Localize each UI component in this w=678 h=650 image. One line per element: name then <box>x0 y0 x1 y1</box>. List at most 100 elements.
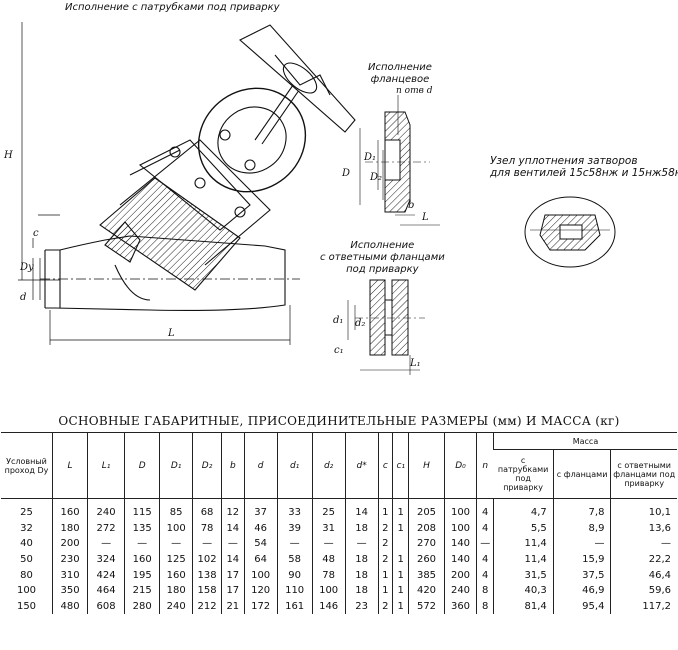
table-cell: 14 <box>220 551 245 568</box>
table-cell: 4 <box>476 498 494 521</box>
table-cell: 85 <box>159 498 193 521</box>
table-cell: — <box>159 536 193 552</box>
header-d-star: d* <box>344 432 379 499</box>
table-cell: 18 <box>344 567 379 583</box>
header-mass-flange: с фланцами <box>552 449 611 499</box>
table-cell: 37,5 <box>552 567 611 583</box>
table-cell: 270 <box>408 536 445 552</box>
table-cell: 8 <box>476 582 494 599</box>
table-cell: 12 <box>220 498 245 521</box>
table-cell: 23 <box>344 598 379 615</box>
table-title: ОСНОВНЫЕ ГАБАРИТНЫЕ, ПРИСОЕДИНИТЕЛЬНЫЕ Р… <box>58 414 620 428</box>
table-cell: 4 <box>476 567 494 583</box>
table-cell: 160 <box>159 567 193 583</box>
seal-unit-caption: Узел уплотнения затворов для вентилей 15… <box>490 155 678 179</box>
table-cell: 272 <box>87 520 125 537</box>
dim-D2: D₂ <box>370 172 383 183</box>
table-cell: — <box>192 536 222 552</box>
table-cell: 2 <box>377 536 393 552</box>
dim-d: d <box>20 292 27 303</box>
table-cell: 150 <box>16 600 37 612</box>
flange-version-caption: Исполнение фланцевое <box>368 62 432 85</box>
header-mass: Масса <box>492 432 677 450</box>
table-cell: 68 <box>192 498 222 521</box>
header-L: L <box>52 432 88 499</box>
dim-b: b <box>408 200 415 211</box>
dim-Dy: Dу <box>20 262 34 273</box>
table-cell: 8 <box>476 598 494 615</box>
table-cell: 180 <box>159 582 193 599</box>
table-cell: 1 <box>391 520 409 537</box>
table-cell: 172 <box>243 598 278 615</box>
table-cell: 25 <box>20 507 33 519</box>
dimensions-table: Условный проход Dу L L₁ D D₁ D₂ b d d₁ d… <box>1 432 677 615</box>
table-cell: 40,3 <box>492 582 554 599</box>
table-cell: 310 <box>52 567 88 583</box>
header-mass-counter: с ответными фланцами под приварку <box>610 449 677 499</box>
table-cell: 158 <box>192 582 222 599</box>
table-cell: 14 <box>344 498 379 521</box>
table-cell: 360 <box>443 598 477 615</box>
table-cell: — <box>220 536 245 552</box>
table-cell: 18 <box>344 551 379 568</box>
table-cell: 1 <box>377 498 393 521</box>
table-cell: 7,8 <box>552 498 611 521</box>
table-cell: 110 <box>276 582 313 599</box>
table-cell: 40 <box>20 538 33 550</box>
table-cell: 100 <box>159 520 193 537</box>
table-cell: 21 <box>220 598 245 615</box>
dim-c1: c₁ <box>334 345 344 356</box>
table-cell: 208 <box>408 520 445 537</box>
table-cell: 37 <box>243 498 278 521</box>
header-c: c <box>377 432 393 499</box>
table-cell <box>391 536 409 552</box>
table-cell: 18 <box>344 582 379 599</box>
table-cell: 240 <box>159 598 193 615</box>
table-cell: 13,6 <box>610 520 677 537</box>
table-cell: 1 <box>377 567 393 583</box>
table-cell: 39 <box>276 520 313 537</box>
table-cell: 138 <box>192 567 222 583</box>
table-cell: 18 <box>344 520 379 537</box>
table-cell: 1 <box>391 551 409 568</box>
dim-d1: d₁ <box>333 315 344 326</box>
table-cell: 81,4 <box>492 598 554 615</box>
table-cell: 200 <box>52 536 88 552</box>
dim-d2: d₂ <box>355 318 366 329</box>
table-cell: 608 <box>87 598 125 615</box>
technical-drawing: Исполнение с патрубками под приварку Исп… <box>4 2 678 375</box>
table-cell: 2 <box>377 520 393 537</box>
table-cell: 4 <box>476 551 494 568</box>
table-cell: 80 <box>20 569 33 581</box>
table-cell: 324 <box>87 551 125 568</box>
dim-D1: D₁ <box>364 152 377 163</box>
table-cell: 78 <box>311 567 346 583</box>
header-D: D <box>124 432 160 499</box>
table-cell: — <box>344 536 379 552</box>
dim-H: H <box>4 150 13 161</box>
table-cell: 100 <box>443 498 477 521</box>
table-cell: 10,1 <box>610 498 677 521</box>
table-cell: 161 <box>276 598 313 615</box>
table-cell: 350 <box>52 582 88 599</box>
table-cell: 230 <box>52 551 88 568</box>
table-cell: 146 <box>311 598 346 615</box>
table-cell: 90 <box>276 567 313 583</box>
header-D2: D₂ <box>192 432 222 499</box>
table-cell: — <box>311 536 346 552</box>
table-cell: 125 <box>159 551 193 568</box>
table-cell: — <box>552 536 611 552</box>
table-cell: 215 <box>124 582 160 599</box>
table-cell: 32 <box>20 522 33 534</box>
header-b: b <box>220 432 245 499</box>
table-cell: 160 <box>124 551 160 568</box>
table-cell: 11,4 <box>492 551 554 568</box>
table-cell: 95,4 <box>552 598 611 615</box>
